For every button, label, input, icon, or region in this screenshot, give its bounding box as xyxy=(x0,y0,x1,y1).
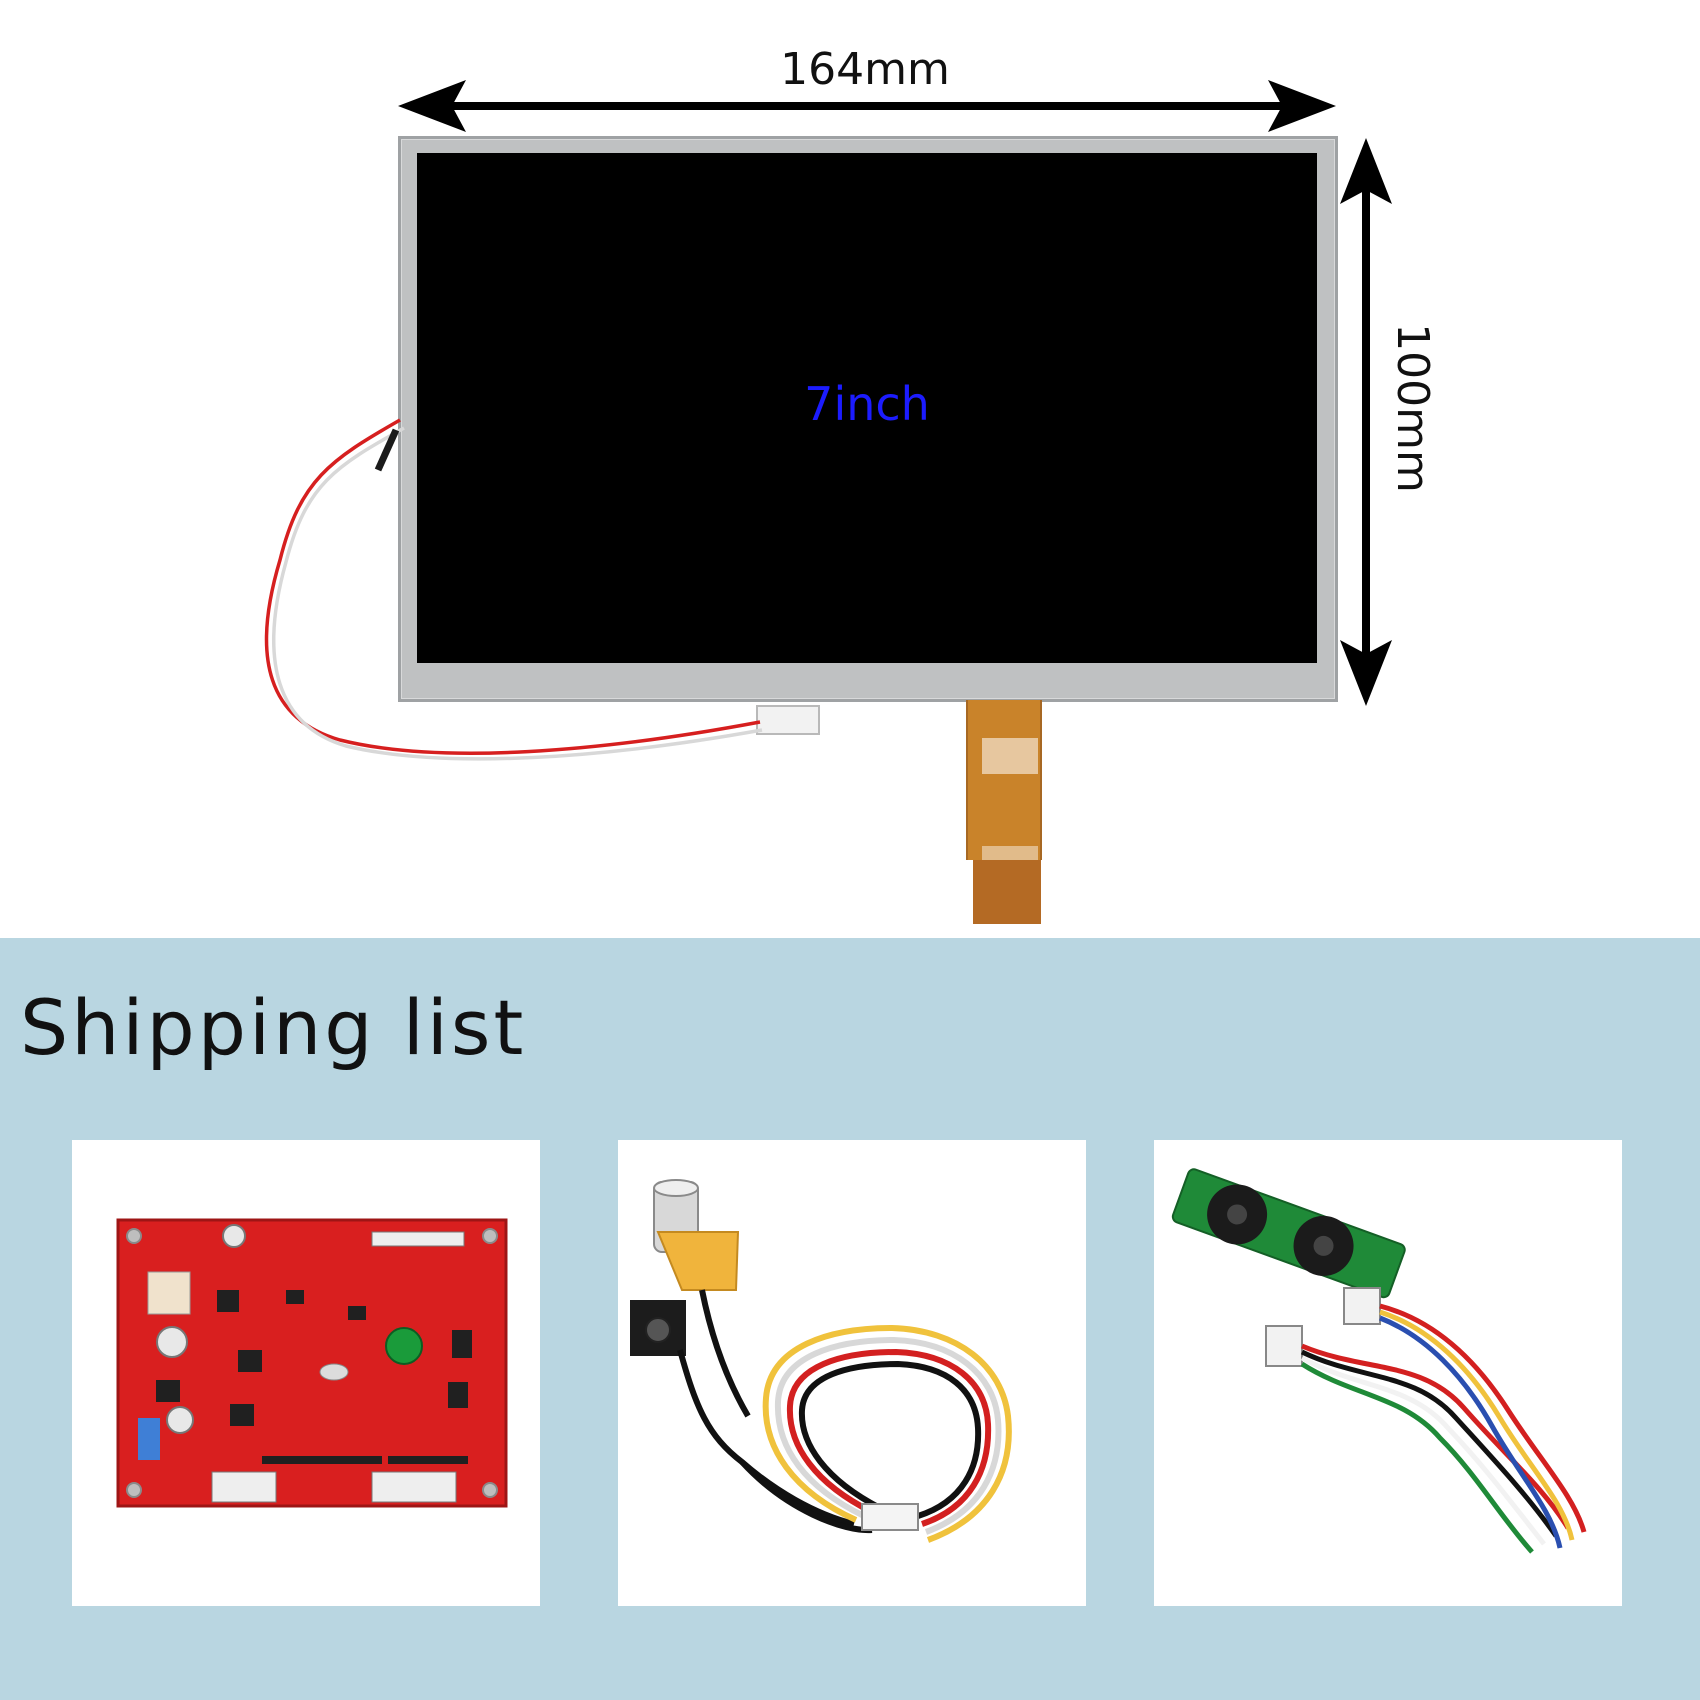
lcd-screen: 7inch xyxy=(417,153,1317,663)
flex-cable xyxy=(966,700,1042,860)
flex-cable-contacts xyxy=(973,860,1041,924)
driver-board-graphic xyxy=(116,1218,508,1508)
shipping-list-title: Shipping list xyxy=(20,983,527,1072)
lcd-panel: 7inch xyxy=(398,136,1338,702)
backlight-connector xyxy=(756,705,820,735)
screen-size-label: 7inch xyxy=(804,377,930,431)
height-dimension-label: 100mm xyxy=(1387,323,1438,493)
power-cable-image xyxy=(618,1140,1086,1606)
keypad-board-graphic xyxy=(1171,1168,1587,1554)
driver-board-image xyxy=(72,1140,540,1606)
keypad-board-image xyxy=(1154,1140,1622,1606)
power-cable-graphic xyxy=(630,1179,1012,1543)
flex-cable-sticker xyxy=(982,738,1038,774)
width-dimension-label: 164mm xyxy=(780,44,950,95)
